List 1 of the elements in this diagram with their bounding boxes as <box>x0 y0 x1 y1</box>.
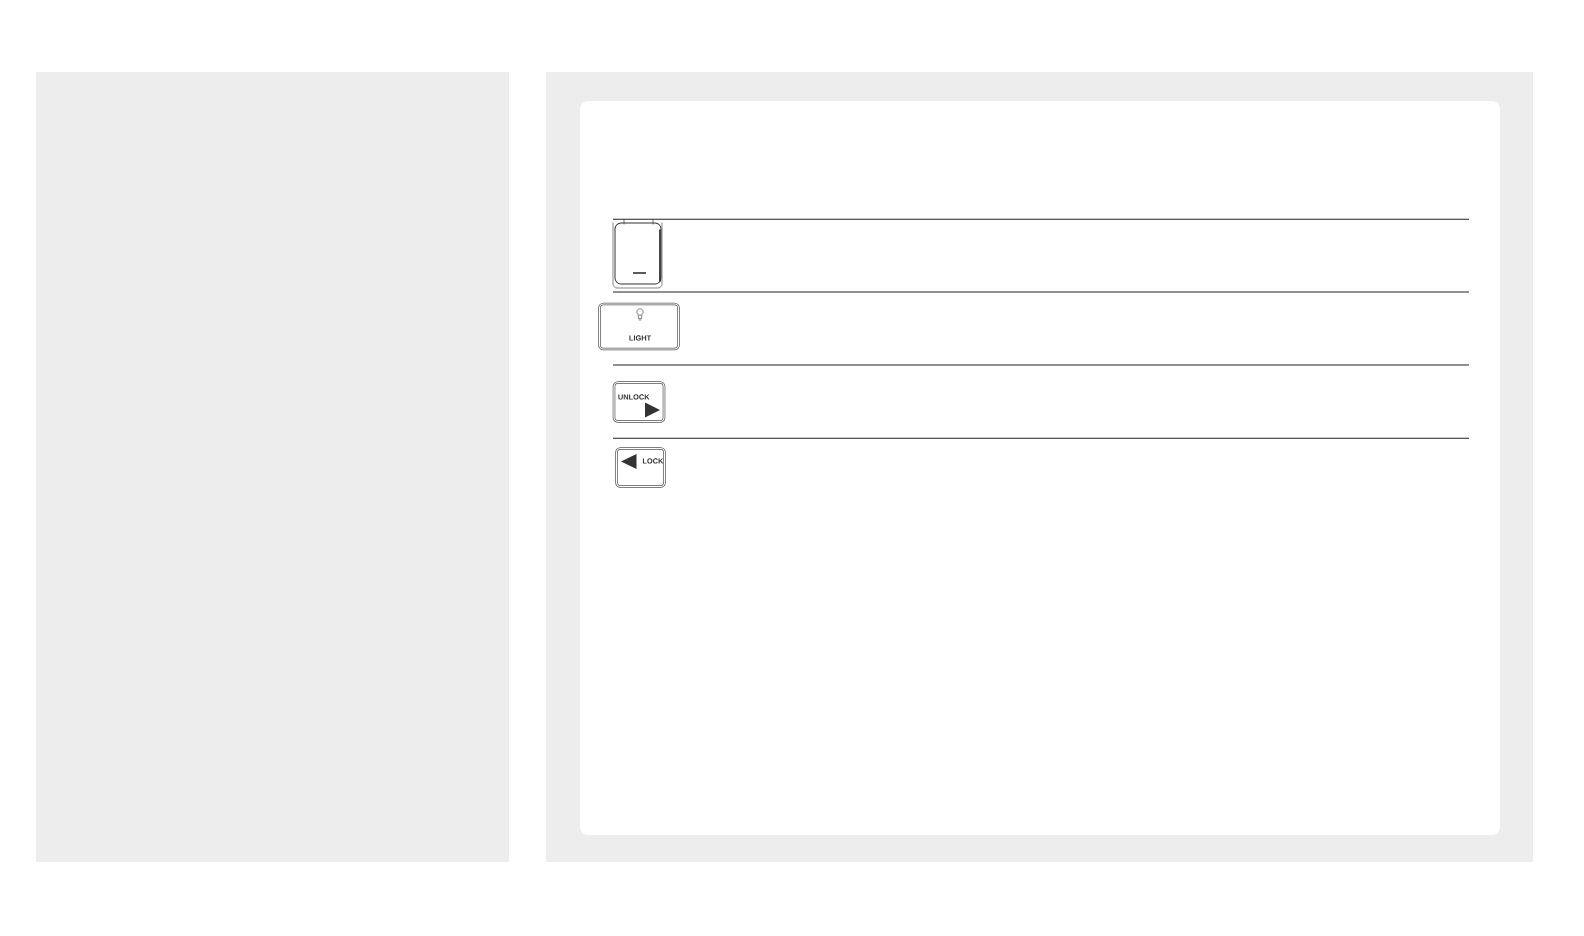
blank-button <box>612 219 663 289</box>
